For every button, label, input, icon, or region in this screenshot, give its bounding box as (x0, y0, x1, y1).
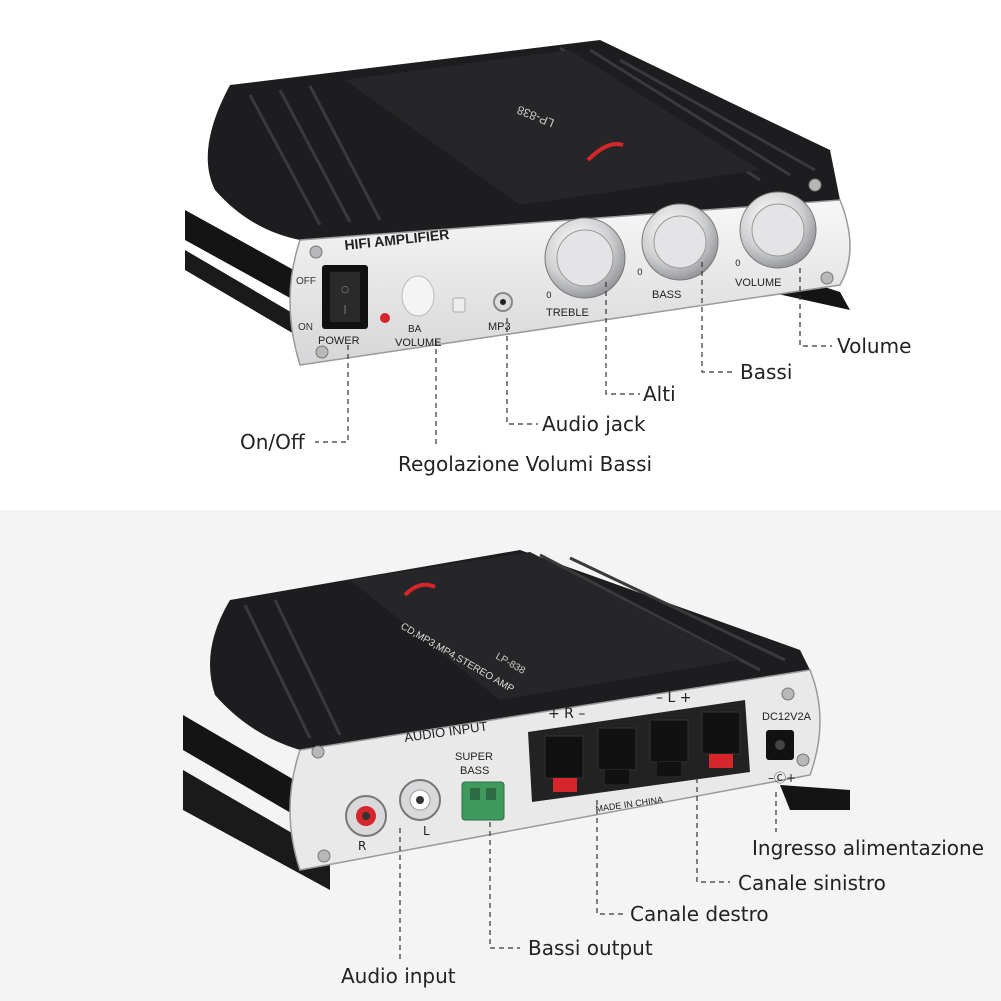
screw-bottom-right-icon (820, 271, 834, 285)
screw-top-left-icon (309, 245, 323, 259)
terminal-slot-1-icon (470, 788, 480, 800)
bass-volume-label: VOLUME (395, 337, 441, 349)
right-channel-signs: + R – (548, 706, 585, 722)
callout-on-off: On/Off (240, 430, 305, 454)
left-pos-clip-icon[interactable] (709, 754, 733, 768)
screw-top-right-icon (808, 178, 822, 192)
treble-knob[interactable] (544, 217, 626, 299)
right-neg-clip-icon[interactable] (605, 770, 629, 784)
power-rocker[interactable] (330, 272, 360, 322)
front-amplifier-illustration: LP-838 HIFI AMPLIFIER ○ | OFF ON POWER B… (185, 40, 851, 448)
treble-zero-label: 0 (546, 291, 552, 301)
super-label: SUPER (455, 751, 493, 763)
power-label: POWER (318, 335, 360, 347)
mp3-jack-hole-icon (500, 299, 506, 305)
left-channel-signs: – L + (656, 690, 691, 706)
rear-screw-bottom-right-icon (796, 753, 810, 767)
power-led-icon (380, 313, 390, 323)
front-view-panel: LP-838 HIFI AMPLIFIER ○ | OFF ON POWER B… (0, 0, 1001, 500)
top-label-plate (345, 50, 760, 205)
callout-audio-jack: Audio jack (542, 412, 646, 436)
callout-canale-sinistro: Canale sinistro (738, 871, 886, 895)
right-pos-clip-icon[interactable] (553, 778, 577, 792)
on-label: ON (298, 322, 313, 333)
callout-bassi: Bassi (740, 360, 793, 384)
rca-left-jack[interactable] (399, 779, 441, 821)
callout-volume: Volume (837, 334, 912, 358)
bass-label-rear: BASS (460, 765, 489, 777)
callout-bassi-output: Bassi output (528, 936, 653, 960)
dc-rating-label: DC12V2A (762, 711, 812, 723)
rear-left-bracket-lower (183, 770, 330, 890)
bass-volume-knob[interactable] (401, 275, 435, 317)
callout-alti: Alti (643, 382, 676, 406)
rear-amplifier-illustration: CD,MP3,MP4,STEREO AMP LP-838 AUDIO INPUT… (183, 550, 850, 960)
super-bass-output-terminal[interactable] (461, 781, 505, 821)
brand-swoosh (586, 142, 624, 162)
rear-callout-lines (399, 778, 777, 960)
rear-screw-top-left-icon (311, 745, 325, 759)
callout-audio-input: Audio input (341, 964, 456, 988)
rear-screw-top-right-icon (781, 687, 795, 701)
dc-polarity-icon: –Ⓒ+ (768, 771, 796, 785)
volume-knob[interactable] (739, 191, 817, 269)
rear-top-label-plate (350, 552, 740, 700)
bass-knob[interactable] (641, 203, 719, 281)
rear-heatsink-fins (243, 553, 786, 739)
terminal-slot-2-icon (486, 788, 496, 800)
off-symbol-icon: ○ (341, 285, 349, 295)
treble-label: TREBLE (546, 307, 589, 319)
rear-screw-bottom-left-icon (317, 849, 331, 863)
screw-bottom-left-icon (315, 345, 329, 359)
rear-right-bracket (780, 785, 850, 810)
rear-left-bracket (183, 715, 320, 830)
on-symbol-icon: | (343, 305, 346, 315)
callout-ingresso-alimentazione: Ingresso alimentazione (752, 836, 984, 860)
bass-volume-prefix: BA (408, 324, 422, 335)
r-label: R (358, 839, 366, 853)
rca-right-jack[interactable] (345, 795, 387, 837)
dc-jack-pin-icon (775, 740, 785, 750)
volume-zero-label: 0 (735, 259, 741, 269)
callout-regolazione: Regolazione Volumi Bassi (398, 452, 653, 476)
rear-view-panel: CD,MP3,MP4,STEREO AMP LP-838 AUDIO INPUT… (0, 510, 1001, 1001)
left-neg-clip-icon[interactable] (657, 762, 681, 776)
bass-label: BASS (652, 289, 681, 301)
callout-lines (315, 262, 832, 448)
bass-zero-label: 0 (637, 268, 643, 278)
speaker-terminal-block[interactable] (528, 700, 750, 802)
rear-brand-swoosh (403, 582, 436, 597)
l-label: L (423, 824, 430, 838)
volume-label: VOLUME (735, 277, 781, 289)
mp3-label: MP3 (488, 321, 511, 333)
off-label: OFF (296, 276, 316, 287)
bass-indicator-icon (452, 297, 466, 313)
callout-canale-destro: Canale destro (630, 902, 769, 926)
